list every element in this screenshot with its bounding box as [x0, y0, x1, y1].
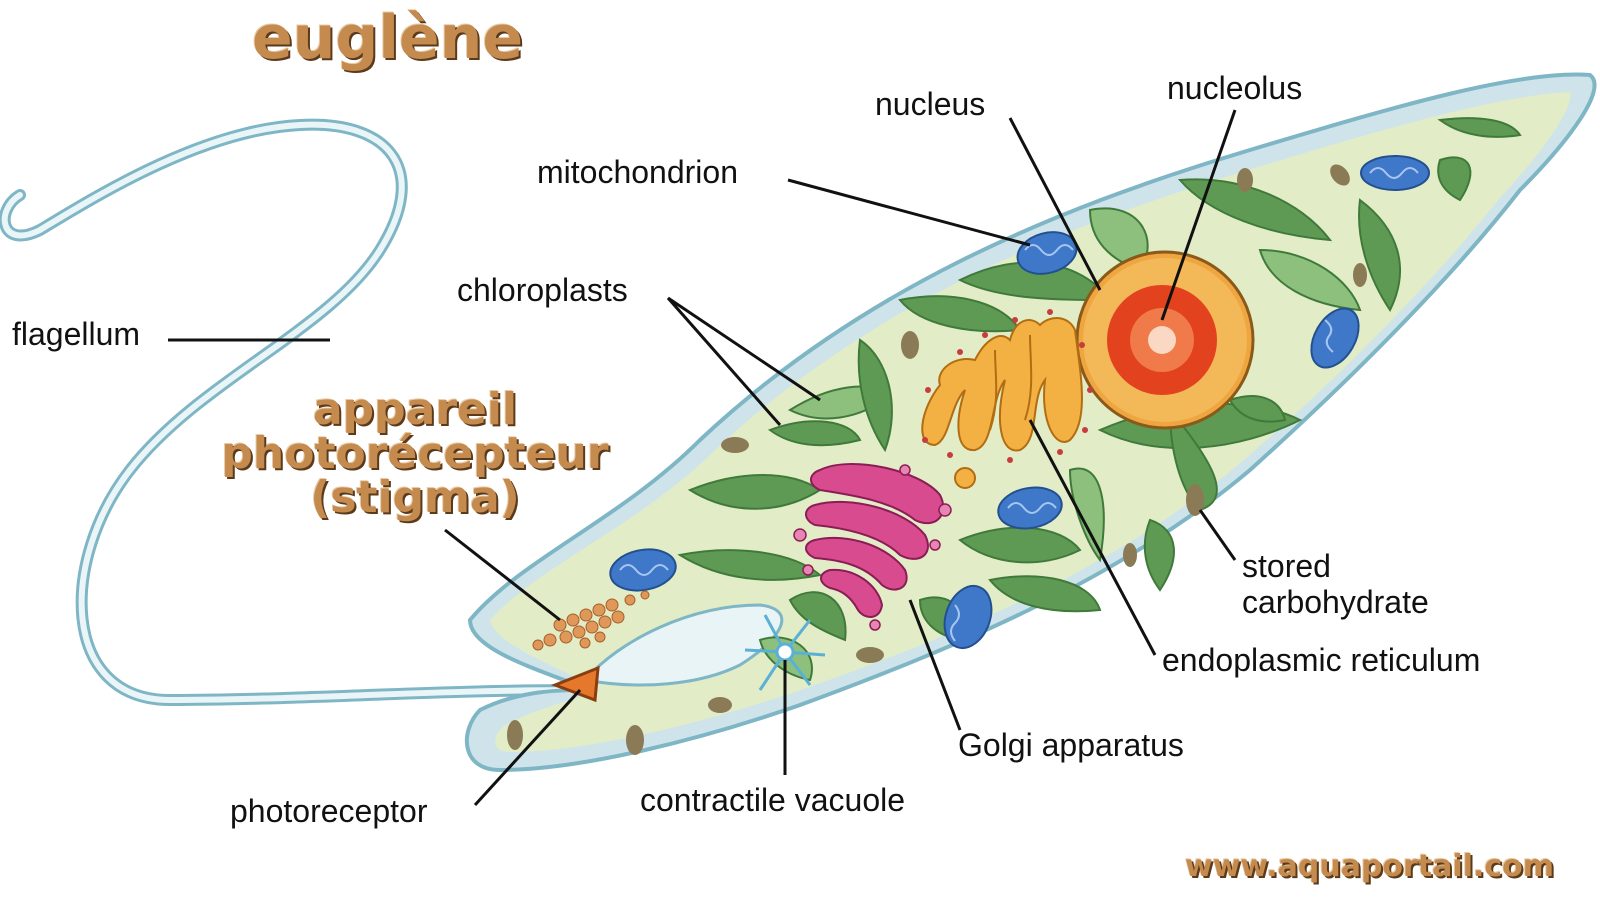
- stigma-heading-line3: (stigma): [310, 472, 520, 523]
- mitochondria: [609, 155, 1430, 649]
- stigma-heading: appareil photorécepteur (stigma): [205, 388, 625, 520]
- label-photoreceptor: photoreceptor: [230, 793, 428, 829]
- label-mitochondrion: mitochondrion: [537, 154, 738, 190]
- label-stored-carbohydrate: stored carbohydrate: [1242, 550, 1502, 618]
- label-flagellum: flagellum: [12, 316, 141, 352]
- watermark-link[interactable]: www.aquaportail.com: [1185, 849, 1555, 884]
- label-endoplasmic-reticulum: endoplasmic reticulum: [1162, 642, 1481, 678]
- endoplasmic-reticulum-shape: [921, 317, 1083, 452]
- chloroplasts: [677, 117, 1522, 682]
- label-nucleolus: nucleolus: [1167, 70, 1303, 106]
- diagram-title: euglène: [252, 3, 524, 73]
- stigma-heading-line2: photorécepteur: [221, 428, 609, 479]
- carbohydrate-granules: [507, 164, 1367, 755]
- label-contractile-vacuole: contractile vacuole: [640, 782, 906, 818]
- label-stored-line1: stored: [1242, 548, 1331, 584]
- stigma-granules: [532, 590, 650, 651]
- reservoir: [582, 603, 784, 687]
- golgi-shape: [805, 463, 945, 618]
- photoreceptor-shape: [550, 665, 600, 703]
- label-nucleus: nucleus: [875, 86, 986, 122]
- label-chloroplasts: chloroplasts: [457, 272, 628, 308]
- label-golgi-apparatus: Golgi apparatus: [958, 727, 1184, 763]
- label-stored-line2: carbohydrate: [1242, 584, 1429, 620]
- leader-lines: [168, 109, 1237, 807]
- stigma-heading-line1: appareil: [312, 384, 518, 435]
